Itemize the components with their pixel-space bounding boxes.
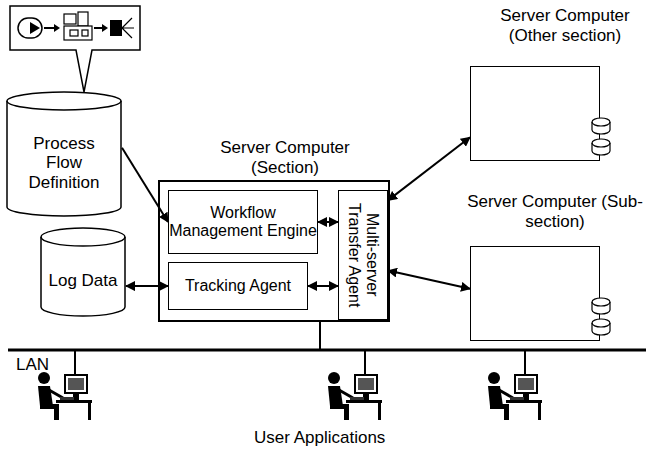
connector-arrow xyxy=(318,221,338,223)
start-icon xyxy=(18,18,42,38)
user-pc-icon xyxy=(328,372,382,420)
process-box: Tracking Agent xyxy=(168,262,308,310)
lan-bus xyxy=(8,349,646,352)
caption-label: User Applications xyxy=(254,428,385,448)
disk-rim xyxy=(592,302,610,306)
database-cylinder: Log Data xyxy=(40,228,126,316)
cylinder-body xyxy=(41,228,125,316)
lan-drop xyxy=(74,350,76,376)
database-cylinder: Process Flow Definition xyxy=(6,92,122,216)
lan-drop xyxy=(364,350,366,376)
disk-rim xyxy=(592,122,610,126)
process-box: Workflow Management Engine xyxy=(168,190,318,254)
node-text: Tracking Agent xyxy=(185,277,291,295)
text-holder: Workflow Management Engine xyxy=(169,191,317,253)
frame-border xyxy=(470,66,600,161)
cylinder-rim xyxy=(7,101,121,110)
frame-border xyxy=(470,246,600,341)
machine-icon xyxy=(64,12,92,40)
network-label: LAN xyxy=(16,355,49,375)
server-box: Server Computer (Sub-section) xyxy=(450,190,650,348)
cylinder-body xyxy=(7,92,121,216)
text-holder: Process Flow Definition xyxy=(6,110,122,216)
node-text: Multi-server Transfer Agent xyxy=(345,191,381,319)
user-pc-icon xyxy=(488,372,542,420)
connector-arrow xyxy=(388,271,470,289)
disk-body xyxy=(592,298,610,314)
connector-arrow xyxy=(122,148,168,222)
node-text: Process Flow Definition xyxy=(18,134,110,191)
cylinder-rim xyxy=(41,237,125,246)
server-box: Server Computer (Other section) xyxy=(462,6,650,166)
server-heading: Server Computer (Section) xyxy=(210,138,360,177)
node-text: Log Data xyxy=(49,271,118,290)
user-pc-icon xyxy=(38,372,92,420)
server-box: Server Computer (Section) Workflow Manage… xyxy=(158,138,392,322)
text-holder: Tracking Agent xyxy=(169,263,307,309)
node-text: Workflow Management Engine xyxy=(169,204,317,240)
disk-body xyxy=(592,319,610,335)
lan-drop xyxy=(319,322,321,350)
disk-rim xyxy=(592,323,610,327)
disk-rim xyxy=(592,143,610,147)
disk-body xyxy=(592,118,610,134)
connector-arrow xyxy=(308,285,338,287)
disk-body xyxy=(592,139,610,155)
lan-drop xyxy=(524,350,526,376)
server-heading: Server Computer (Sub-section) xyxy=(460,192,650,231)
text-holder: Multi-server Transfer Agent xyxy=(339,191,387,319)
process-callout xyxy=(10,6,140,92)
text-holder: Log Data xyxy=(40,246,126,316)
connector-arrow xyxy=(126,285,168,287)
connector-arrow xyxy=(388,137,470,200)
end-icon xyxy=(110,18,134,38)
process-box: Multi-server Transfer Agent xyxy=(338,190,388,320)
server-heading: Server Computer (Other section) xyxy=(480,6,650,45)
